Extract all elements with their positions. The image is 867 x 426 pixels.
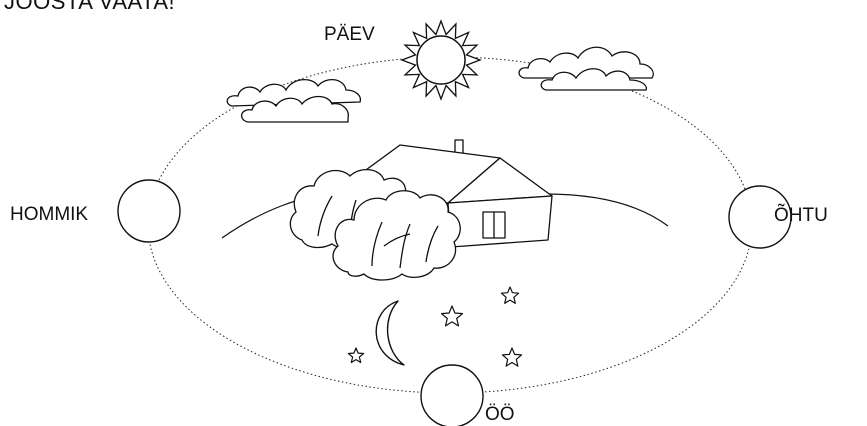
star-icon [442,306,463,326]
cloud-icon [227,80,360,122]
cloud-icon [519,47,653,90]
star-icon [348,348,363,363]
label-day: PÄEV [324,25,375,44]
label-night: ÖÖ [485,405,515,424]
moon-icon [376,301,404,365]
hill-line [545,194,668,226]
label-morning: HOMMIK [10,205,88,224]
sun-icon [402,21,480,99]
morning-circle [118,180,180,242]
night-circle [421,365,483,426]
star-icon [501,287,518,303]
star-icon [503,348,522,366]
label-evening: ÕHTU [774,206,828,225]
